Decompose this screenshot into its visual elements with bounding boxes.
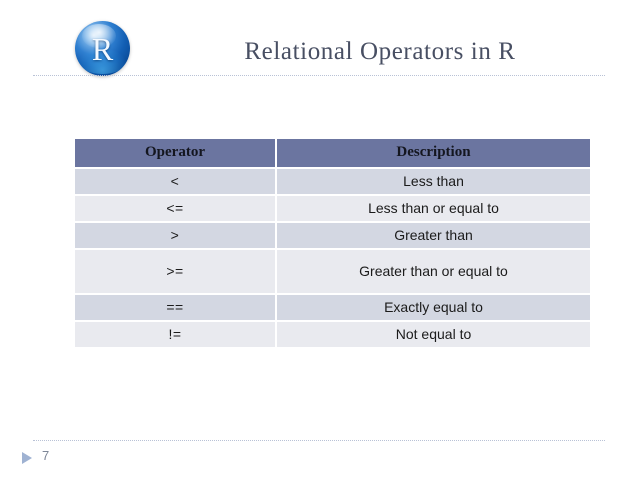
- cell-description: Not equal to: [277, 322, 590, 347]
- cell-description: Exactly equal to: [277, 295, 590, 322]
- table-row: != Not equal to: [75, 322, 590, 347]
- triangle-right-icon: [22, 452, 32, 464]
- header-divider: [33, 75, 605, 76]
- cell-operator: <: [75, 169, 277, 196]
- slide-header: R Relational Operators in R: [0, 0, 638, 78]
- column-header-operator: Operator: [75, 139, 277, 169]
- slide-footer: 7: [0, 444, 638, 478]
- cell-operator: >: [75, 223, 277, 250]
- cell-operator: ==: [75, 295, 277, 322]
- cell-operator: >=: [75, 250, 277, 295]
- cell-description: Less than: [277, 169, 590, 196]
- table-row: == Exactly equal to: [75, 295, 590, 322]
- r-language-logo: R: [75, 21, 132, 78]
- cell-description: Less than or equal to: [277, 196, 590, 223]
- table-row: > Greater than: [75, 223, 590, 250]
- cell-description: Greater than or equal to: [277, 250, 590, 295]
- logo-letter: R: [91, 30, 114, 67]
- page-number: 7: [42, 448, 50, 463]
- table-row: < Less than: [75, 169, 590, 196]
- relational-operators-table: Operator Description < Less than <= Less…: [75, 139, 590, 347]
- column-header-description: Description: [277, 139, 590, 169]
- page-title: Relational Operators in R: [244, 38, 516, 65]
- table-row: <= Less than or equal to: [75, 196, 590, 223]
- table-row: >= Greater than or equal to: [75, 250, 590, 295]
- cell-operator: !=: [75, 322, 277, 347]
- footer-divider: [33, 440, 605, 441]
- cell-operator: <=: [75, 196, 277, 223]
- table-header-row: Operator Description: [75, 139, 590, 169]
- cell-description: Greater than: [277, 223, 590, 250]
